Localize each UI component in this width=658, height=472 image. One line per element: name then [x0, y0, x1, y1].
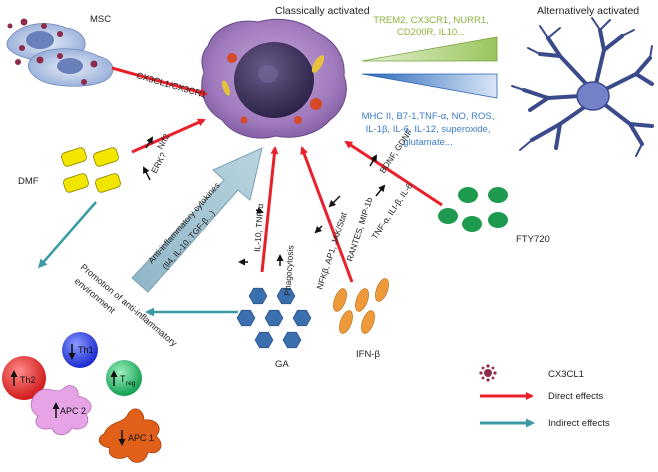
ga-hexagon	[292, 309, 312, 327]
alternative-markers-line-1: TREM2, CX3CR1, NURR1,	[373, 15, 489, 26]
nfkb-down-arrow	[314, 225, 323, 234]
signal-arrows	[143, 136, 386, 266]
label-apc1: APC 1	[128, 433, 154, 443]
alternatively-activated-microglia	[511, 17, 654, 157]
label-ifnb: IFN-β	[356, 349, 380, 360]
title-classically-activated: Classically activated	[275, 5, 370, 17]
msc-cells	[6, 18, 114, 87]
tnf-il-down-arrow	[375, 184, 386, 197]
ga-hexagon	[282, 331, 302, 349]
erk-down-arrow	[143, 166, 151, 181]
title-alternatively-activated: Alternatively activated	[537, 5, 639, 17]
arrow-fty720-to-macrophage	[344, 140, 443, 207]
label-tnf-il1b-il6: TNF-α, ILI-β, IL-6	[369, 181, 414, 241]
apc2-cell: APC 2	[30, 385, 92, 436]
anti-inflammatory-cytokine-arrow	[131, 147, 263, 293]
th2-cell: Th2	[2, 356, 46, 400]
bdnf-up-arrow	[369, 154, 378, 167]
rantes-down-arrow	[328, 195, 341, 208]
arrow-dmf-to-macrophage	[131, 118, 206, 154]
green-gradient-triangle	[361, 36, 498, 62]
alternative-markers-line-2: CD200R, IL10...	[397, 27, 465, 38]
label-apc2: APC 2	[60, 406, 86, 416]
label-fty720: FTY720	[516, 234, 550, 245]
ga-hexagon	[276, 287, 296, 305]
ifnb-molecules	[333, 278, 389, 334]
legend-cx3cl1-label: CX3CL1	[548, 369, 584, 380]
label-treg: T	[120, 374, 126, 384]
legend-direct-label: Direct effects	[548, 391, 604, 402]
direct-effect-arrows	[111, 66, 443, 283]
fty720-molecules	[438, 187, 508, 232]
ga-hexagon	[254, 331, 274, 349]
label-nfkb-ap1-jakstat: NFKβ, AP1, JAK/Stat	[314, 210, 349, 290]
label-dmf: DMF	[18, 176, 39, 187]
th1-cell: Th1	[62, 332, 98, 368]
nrf2-up-arrow	[145, 136, 154, 149]
indirect-effect-arrows	[38, 201, 238, 317]
ga-hexagon	[248, 287, 268, 305]
classic-markers-line-1: MHC II, B7-1,TNF-α, NO, ROS,	[362, 111, 495, 122]
arrow-ga-to-macrophage	[260, 146, 279, 273]
ga-molecules	[236, 287, 312, 349]
classic-markers-line-3: glutamate...	[403, 137, 453, 148]
legend-indirect-label: Indirect effects	[548, 418, 610, 429]
arrow-ifnb-to-macrophage	[300, 146, 354, 283]
legend-cx3cl1-icon	[479, 364, 497, 382]
classically-activated-macrophage	[201, 18, 347, 139]
label-th2: Th2	[20, 375, 36, 385]
label-cx3cl1-cx3cr1: CX3CL1/CX3CR1	[135, 70, 207, 99]
dmf-molecules	[61, 147, 121, 193]
anti-inflammatory-cytokines-label: Anti-inflammatory cytokines	[146, 180, 222, 265]
ga-hexagon	[236, 309, 256, 327]
label-erk: ERK?	[149, 150, 168, 175]
label-promotion-line-1: Promotion of anti-inflammatory	[79, 262, 180, 349]
label-msc: MSC	[90, 14, 111, 25]
treg-cell: T reg	[106, 360, 142, 396]
label-phagocytosis: Phagocytosis	[282, 245, 296, 296]
label-th1: Th1	[78, 345, 94, 355]
arrow-dmf-to-environment	[38, 201, 97, 269]
apc1-cell: APC 1	[98, 408, 162, 463]
label-treg-subscript: reg	[126, 380, 136, 387]
label-rantes-mip: RANTES, MIP-1b	[344, 196, 374, 263]
tnf-up-arrow	[255, 207, 264, 214]
arrow-msc-to-macrophage	[111, 66, 208, 97]
blue-gradient-triangle	[361, 73, 498, 99]
classic-markers-line-2: IL-1β, IL-6, IL-12, superoxide,	[366, 124, 491, 135]
ga-hexagon	[264, 309, 284, 327]
label-il10-tnf: IL-10, TNF-α	[252, 203, 265, 252]
legend: CX3CL1 Direct effects Indirect effects	[479, 364, 610, 429]
label-ga: GA	[275, 359, 289, 370]
